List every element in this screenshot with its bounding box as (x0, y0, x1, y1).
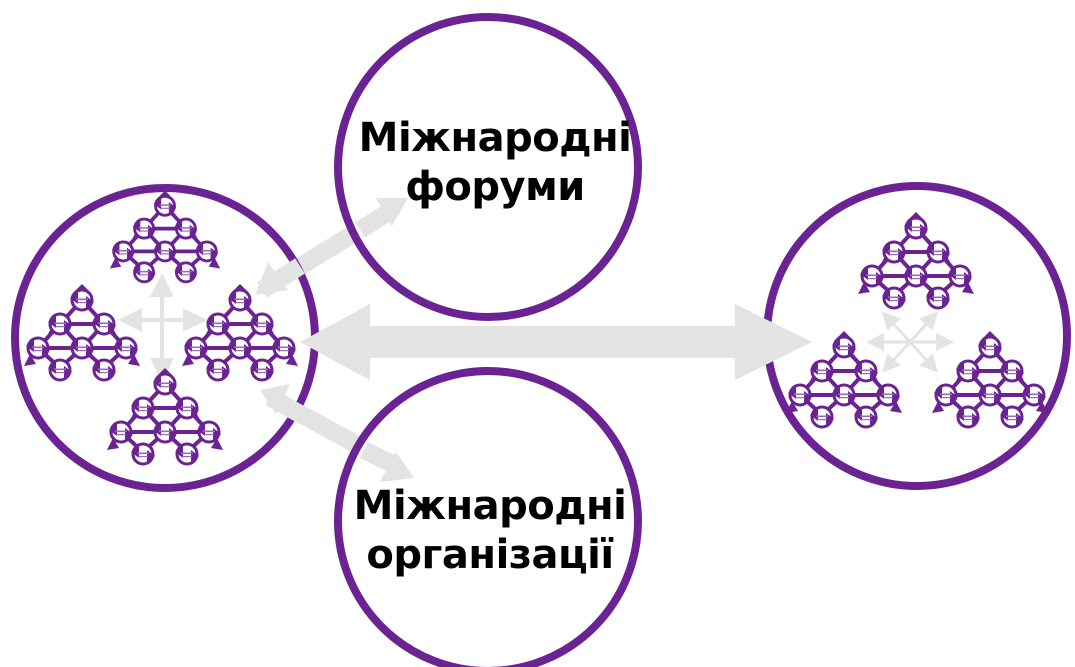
right-star-arrows (866, 311, 954, 373)
main-double-arrow (300, 304, 812, 380)
left-cross-arrows (118, 273, 207, 382)
forums-circle (334, 13, 642, 321)
orgs-circle (334, 367, 642, 667)
